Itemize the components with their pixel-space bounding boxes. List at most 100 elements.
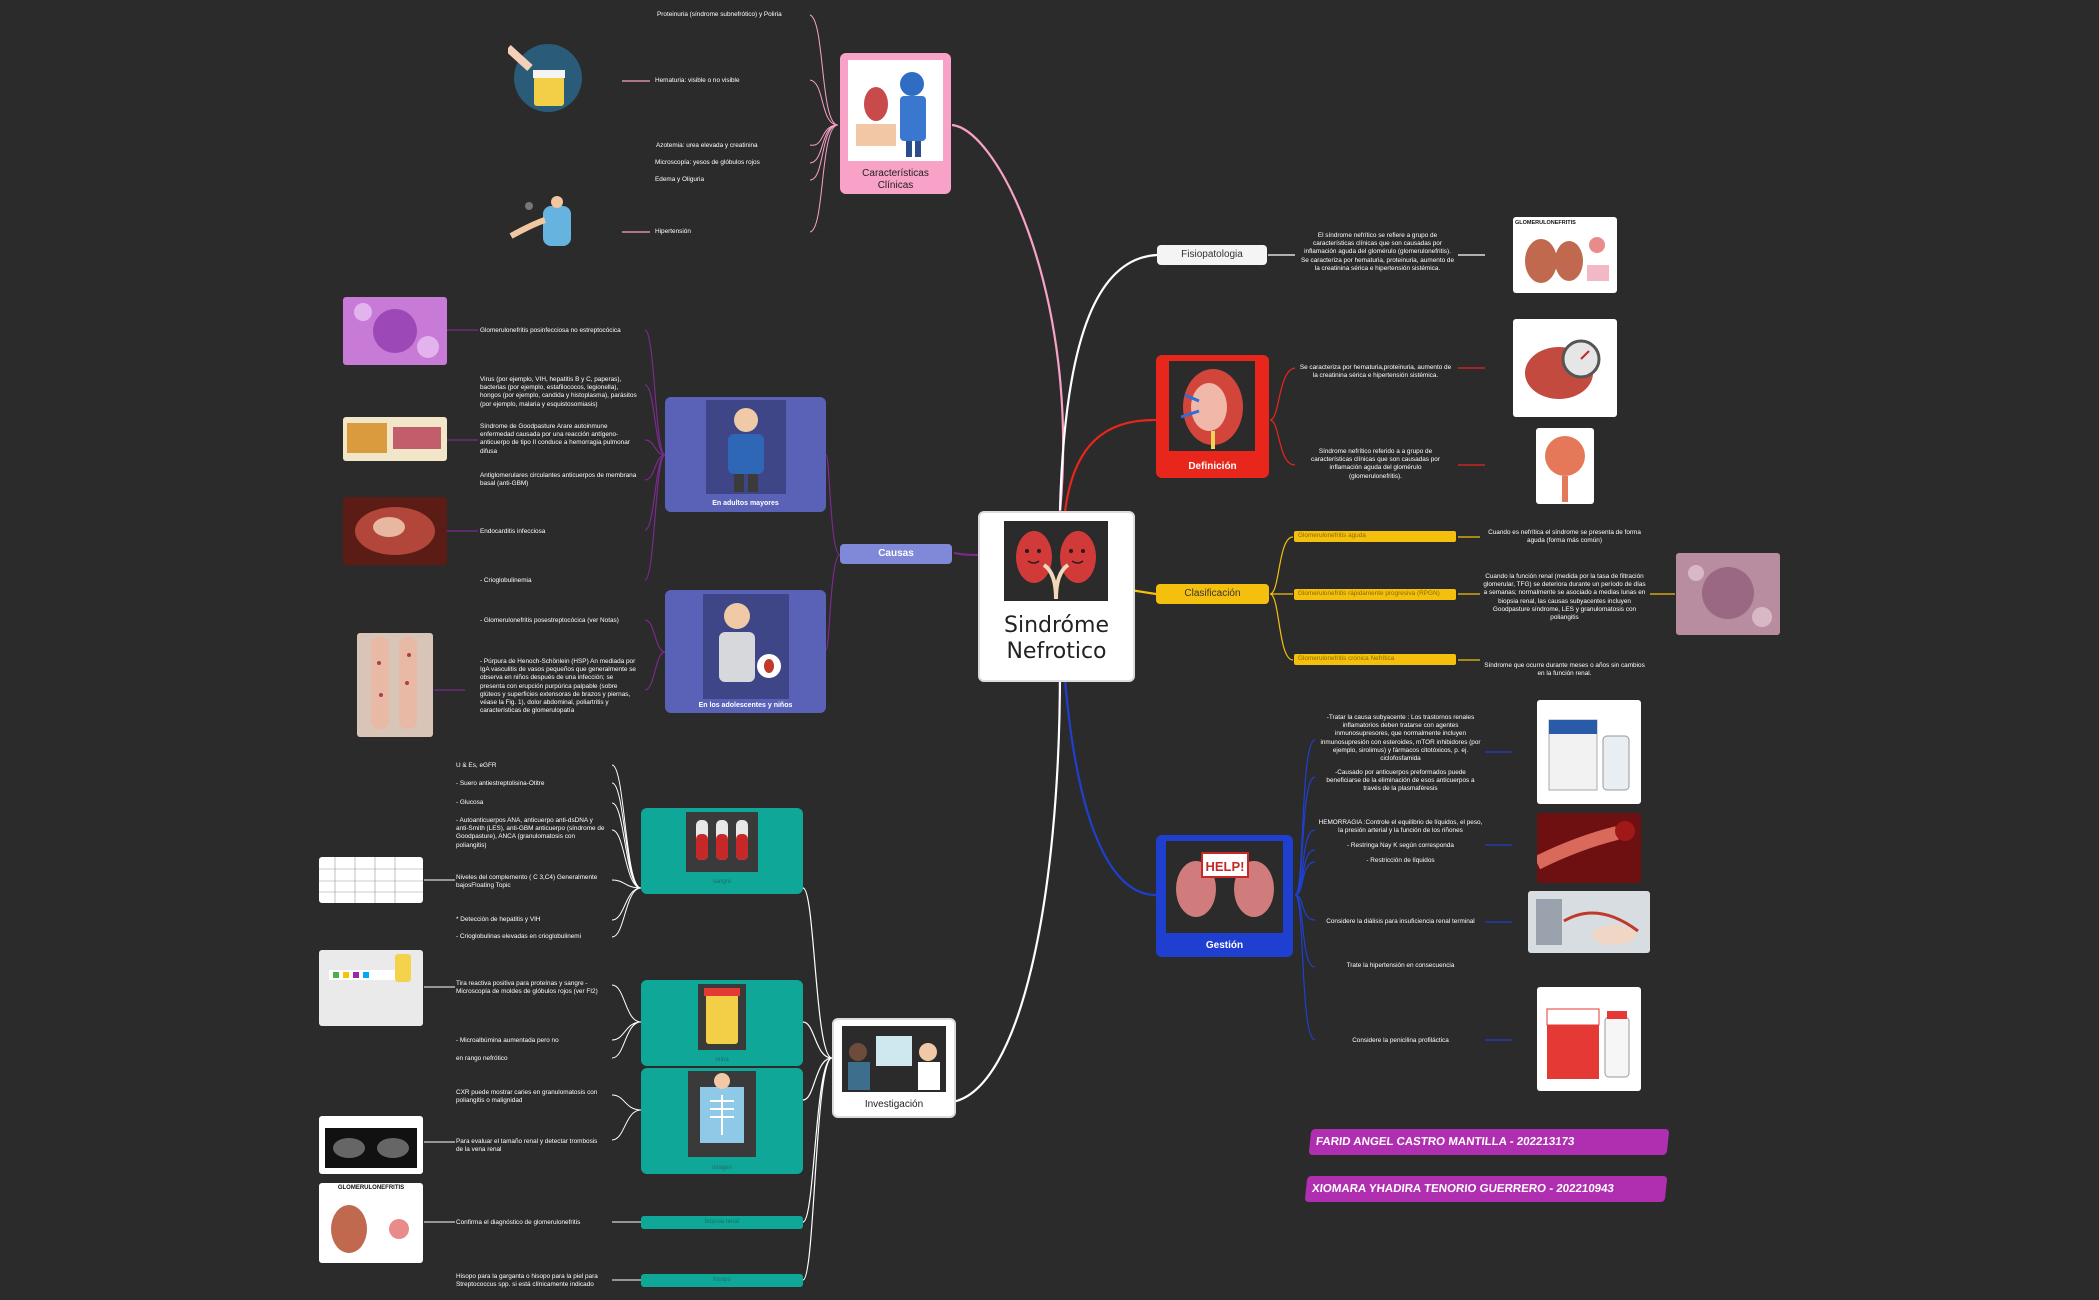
glomerulus-image [1536, 428, 1594, 504]
doctor-consult-illustration [842, 1026, 946, 1092]
clasif-tag-3[interactable]: Glomerulonefritis crónica Nefrítica [1294, 654, 1456, 665]
sangre-label: sangre [712, 879, 732, 885]
biopsia-label: biopsia renal [704, 1219, 740, 1225]
caract-item-2: Hematuria: visible o no visible [655, 77, 740, 84]
investigacion-label: Investigación [864, 1099, 924, 1110]
urine-sample-image [508, 44, 582, 112]
xray-illustration [688, 1071, 756, 1157]
sangre-node[interactable]: sangre [641, 808, 803, 894]
gestion-item-7: Trate la hipertensión en consecuencia [1346, 962, 1455, 969]
glomerulonefritis-diagram-image [319, 1183, 423, 1263]
gestion-item-5: - Restricción de líquidos [1366, 857, 1435, 864]
causa-item-1: Glomerulonefritis posinfecciosa no estre… [480, 327, 621, 334]
causas-node[interactable]: Causas [840, 544, 952, 564]
glomerulonefritis-image-title: GLOMERULONEFRITIS [337, 1185, 405, 1191]
hisopo-item: Hisopo para la garganta o hisopo para la… [456, 1273, 598, 1289]
biopsy-histology-image [1676, 553, 1780, 635]
doctor-kidney-illustration [848, 60, 943, 161]
urine-cup-illustration [698, 984, 746, 1050]
clasif-desc-1: Cuando es nefrítica el síndrome se prese… [1488, 529, 1641, 545]
gestion-item-3: HEMORRAGIA :Controle el equilibrio de lí… [1318, 819, 1483, 835]
kidney-anatomy-illustration [1169, 361, 1255, 451]
imagen-item-2: Para evaluar el tamaño renal y detectar … [456, 1138, 598, 1154]
orina-item-3: en rango nefrótico [456, 1055, 508, 1062]
urine-strip-image [319, 950, 423, 1026]
orina-item-2: - Microalbúmina aumentada pero no [456, 1037, 559, 1044]
causa-item-3: Síndrome de Goodpasture Arare autoinmune… [480, 423, 630, 455]
sangre-item-5: Niveles del complemento ( C 3,C4) Genera… [456, 874, 598, 890]
imagen-label: imagen [712, 1165, 732, 1171]
investigacion-node[interactable]: Investigación [832, 1018, 956, 1118]
hisopo-label: hisopo [713, 1277, 731, 1283]
clasif-tag-1[interactable]: Glomerulonefritis aguda [1294, 531, 1456, 542]
definicion-node[interactable]: Definición [1156, 355, 1269, 478]
imagen-item-1: CXR puede mostrar caries en granulomatos… [456, 1089, 598, 1105]
gestion-item-8: Considere la penicilina profiláctica [1352, 1037, 1449, 1044]
hisopo-node[interactable]: hisopo [641, 1274, 803, 1287]
caract-item-3: Azotemia: urea elevada y creatinina [656, 142, 758, 149]
author-2-banner: XIOMARA YHADIRA TENORIO GUERRERO - 20221… [1304, 1176, 1668, 1202]
sangre-item-4: - Autoanticuerpos ANA, anticuerpo anti-d… [456, 817, 605, 849]
clasificacion-node[interactable]: Clasificación [1156, 584, 1269, 604]
help-kidneys-illustration [1166, 841, 1283, 933]
endocarditis-image [343, 497, 447, 565]
young-patient-illustration [703, 594, 789, 699]
medication-box-image [1537, 700, 1641, 804]
hypertension-person-image [509, 196, 571, 246]
orina-node[interactable]: orina [641, 980, 803, 1066]
biopsia-item: Confirma el diagnóstico de glomerulonefr… [456, 1219, 581, 1226]
penicillin-image [1537, 987, 1641, 1091]
definicion-item-2: Síndrome nefrítico referido a a grupo de… [1311, 448, 1440, 480]
sangre-item-3: - Glucosa [456, 799, 484, 806]
caract-item-6: Hipertensión [655, 228, 691, 235]
gestion-node[interactable]: HELP! Gestión [1156, 835, 1293, 957]
fisiopatologia-node[interactable]: Fisiopatologia [1157, 245, 1267, 265]
gestion-item-6: Considere la diálisis para insuficiencia… [1326, 918, 1475, 925]
hemorrhage-image [1537, 813, 1641, 883]
imagen-node[interactable]: imagen [641, 1068, 803, 1174]
causas-adultos-node[interactable]: En adultos mayores [665, 397, 826, 512]
fisiopatologia-text: El síndrome nefrítico se refiere a grupo… [1300, 232, 1455, 272]
orina-item-1: Tira reactiva positiva para proteínas y … [456, 980, 598, 996]
help-sign-text: HELP! [1205, 859, 1245, 874]
caracteristicas-node[interactable]: Características Clínicas [840, 53, 951, 194]
gestion-label: Gestión [1205, 940, 1244, 951]
clasif-name-2: Glomerulonefritis rápidamente progresiva… [1298, 590, 1440, 597]
ultrasound-image [319, 1116, 423, 1174]
causas-label: Causas [878, 548, 914, 559]
caracteristicas-label: Características Clínicas [862, 168, 929, 191]
sangre-item-6: * Detección de hepatitis y VIH [456, 916, 541, 923]
causa-item-2: Virus (por ejemplo, VIH, hepatitis B y C… [480, 376, 637, 408]
clasif-desc-2: Cuando la función renal (medida por la t… [1483, 573, 1646, 622]
causa-item-5: Endocarditis infecciosa [480, 528, 546, 535]
caract-item-5: Edema y Oliguria [655, 176, 705, 183]
glomerulonefritis-image [1513, 217, 1617, 293]
biopsia-node[interactable]: biopsia renal [641, 1216, 803, 1229]
clasif-tag-2[interactable]: Glomerulonefritis rápidamente progresiva… [1294, 589, 1456, 600]
causa-item-7: - Glomerulonefritis posestreptocócica (v… [480, 617, 619, 624]
causa-item-8: - Púrpura de Henoch-Schönlein (HSP) An m… [480, 658, 636, 715]
sangre-item-7: - Crioglobulinas elevadas en crioglobuli… [456, 933, 582, 940]
blood-pressure-kidney-image [1513, 319, 1617, 417]
causas-jovenes-node[interactable]: En los adolescentes y niños [665, 590, 826, 713]
clasif-name-1: Glomerulonefritis aguda [1298, 532, 1366, 539]
gestion-item-4: - Restringa Nay K según corresponda [1347, 842, 1454, 849]
definicion-item-1: Se caracteriza por hematuria,proteinuria… [1299, 364, 1452, 380]
author-1-banner: FARID ANGEL CASTRO MANTILLA - 202213173 [1308, 1129, 1670, 1155]
causas-jovenes-label: En los adolescentes y niños [698, 702, 793, 709]
gestion-item-1: -Tratar la causa subyacente : Los trasto… [1320, 714, 1481, 763]
fisiopatologia-label: Fisiopatologia [1181, 249, 1243, 260]
lab-table-image [319, 857, 423, 903]
caract-item-1: Proteinuria (síndrome subnefrótico) y Po… [657, 11, 782, 18]
adult-patient-illustration [706, 400, 786, 494]
sangre-item-2: - Suero antiestreptolisina-Otitre [456, 780, 545, 787]
kidneys-illustration [1004, 521, 1108, 601]
purpura-legs-image [357, 633, 433, 737]
glomerulonefritis-image-label: GLOMERULONEFRITIS [1515, 220, 1576, 226]
causa-item-4: Antiglomerulares circulantes anticuerpos… [480, 472, 637, 488]
caract-item-4: Microscopía: yesos de glóbulos rojos [655, 159, 760, 166]
dialysis-image [1528, 891, 1650, 953]
